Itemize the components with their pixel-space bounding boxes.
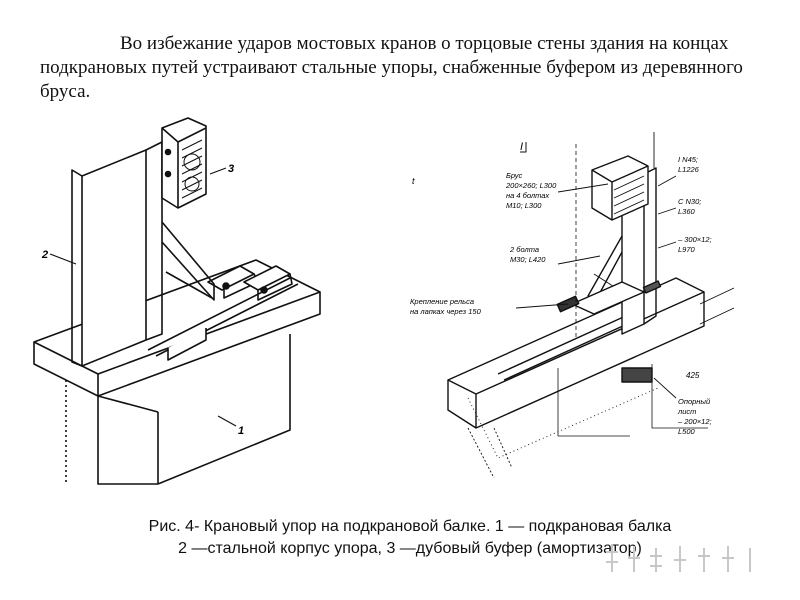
crane-stop-drawing: 2 3 1 — [33, 117, 321, 485]
svg-text:C N30;: C N30; — [678, 197, 701, 206]
dim-i-annotation: I N45; L1226 — [678, 155, 700, 174]
dim-425: 425 — [686, 371, 700, 380]
intro-paragraph: Во избежание ударов мостовых кранов о то… — [40, 32, 780, 104]
svg-text:– 300×12;: – 300×12; — [677, 235, 712, 244]
dim-c-annotation: C N30; L360 — [678, 197, 701, 216]
crane-stop-detail-drawing: I t Брус 200×260; L300 на 4 болтах M10; … — [410, 132, 735, 478]
svg-text:L1226: L1226 — [678, 165, 700, 174]
watermark-logo — [606, 544, 751, 572]
svg-text:на 4 болтах: на 4 болтах — [506, 191, 549, 200]
rail-fastening-annotation: Крепление рельса на лапках через 150 — [410, 297, 482, 316]
svg-text:M10; L300: M10; L300 — [506, 201, 542, 210]
caption-line-1: Рис. 4- Крановый упор на подкрановой бал… — [148, 518, 672, 535]
label-2: 2 — [41, 249, 48, 261]
svg-text:Крепление рельса: Крепление рельса — [410, 297, 474, 306]
svg-text:Опорный: Опорный — [678, 397, 711, 406]
svg-text:лист: лист — [677, 407, 696, 416]
label-1: 1 — [238, 425, 244, 437]
brus-annotation: Брус 200×260; L300 на 4 болтах M10; L300 — [505, 171, 557, 210]
caption-line-2: 2 —стальной корпус упора, 3 —дубовый буф… — [178, 540, 642, 557]
svg-text:L360: L360 — [678, 207, 696, 216]
svg-text:L500: L500 — [678, 427, 696, 436]
svg-text:2 болта: 2 болта — [509, 245, 539, 254]
support-sheet-annotation: Опорный лист – 200×12; L500 — [677, 397, 712, 436]
side-mark: t — [412, 176, 415, 186]
svg-text:Брус: Брус — [506, 171, 523, 180]
top-mark: I — [520, 141, 523, 153]
svg-text:M30; L420: M30; L420 — [510, 255, 546, 264]
svg-text:на лапках через 150: на лапках через 150 — [410, 307, 482, 316]
svg-text:L970: L970 — [678, 245, 696, 254]
dim-plate-annotation: – 300×12; L970 — [677, 235, 712, 254]
figure-caption: Рис. 4- Крановый упор на подкрановой бал… — [40, 516, 780, 560]
svg-text:I N45;: I N45; — [678, 155, 698, 164]
intro-text: Во избежание ударов мостовых кранов о то… — [40, 33, 743, 102]
bolts-annotation: 2 болта M30; L420 — [509, 245, 546, 264]
label-3: 3 — [228, 163, 234, 175]
svg-text:200×260; L300: 200×260; L300 — [505, 181, 557, 190]
svg-text:– 200×12;: – 200×12; — [677, 417, 712, 426]
